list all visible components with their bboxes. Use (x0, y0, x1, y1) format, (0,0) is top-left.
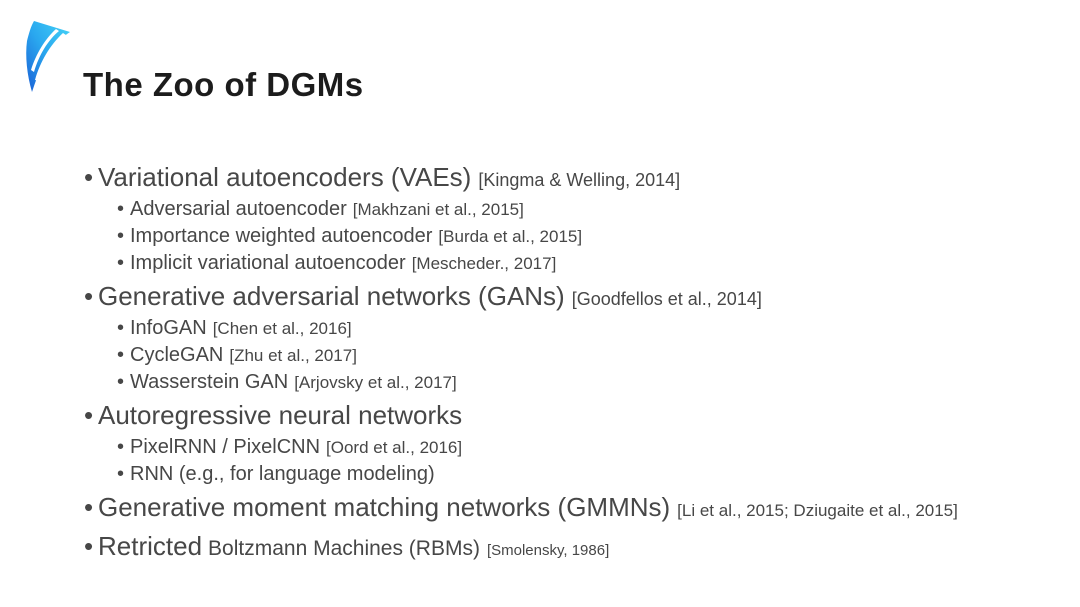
list-item-autoregressive: Autoregressive neural networks (83, 399, 983, 434)
dgm-list: Variational autoencoders (VAEs) [Kingma &… (83, 158, 983, 567)
item-text: Importance weighted autoencoder (130, 225, 433, 247)
item-text: CycleGAN (130, 344, 224, 366)
list-item-cyclegan: CycleGAN [Zhu et al., 2017] (116, 342, 983, 369)
blue-swoosh-logo-icon (26, 21, 70, 92)
bullet-icon (117, 434, 124, 460)
list-item-adversarial-autoencoder: Adversarial autoencoder [Makhzani et al.,… (116, 196, 983, 223)
item-citation: [Mescheder., 2017] (411, 254, 557, 273)
item-text: RNN (e.g., for language modeling) (130, 463, 435, 485)
bullet-icon (117, 196, 124, 222)
item-citation: [Li et al., 2015; Dziugaite et al., 2015… (677, 501, 958, 520)
item-text: PixelRNN / PixelCNN (130, 436, 321, 458)
item-citation: [Kingma & Welling, 2014] (478, 170, 681, 190)
list-item-implicit-variational-autoencoder: Implicit variational autoencoder [Mesched… (116, 250, 983, 277)
slide-title: The Zoo of DGMs (83, 66, 364, 103)
item-citation: [Zhu et al., 2017] (229, 346, 357, 365)
list-item-infogan: InfoGAN [Chen et al., 2016] (116, 315, 983, 342)
item-subtext: Boltzmann Machines (RBMs) (208, 537, 480, 560)
item-citation: [Burda et al., 2015] (438, 227, 583, 246)
list-item-gmmn: Generative moment matching networks (GMM… (83, 491, 983, 527)
item-text: Adversarial autoencoder (130, 198, 347, 220)
list-item-pixelrnn-pixelcnn: PixelRNN / PixelCNN [Oord et al., 2016] (116, 434, 983, 461)
item-citation: [Oord et al., 2016] (326, 438, 463, 457)
bullet-icon (84, 530, 93, 562)
item-text: Retricted (98, 531, 203, 561)
item-text: Implicit variational autoencoder (130, 252, 406, 274)
item-text: InfoGAN (130, 317, 207, 339)
list-item-vae: Variational autoencoders (VAEs) [Kingma &… (83, 161, 983, 196)
bullet-icon (84, 280, 93, 312)
bullet-icon (117, 461, 124, 487)
bullet-icon (84, 491, 93, 523)
bullet-icon (117, 250, 124, 276)
bullet-icon (117, 369, 124, 395)
bullet-icon (84, 161, 93, 193)
item-citation: [Arjovsky et al., 2017] (294, 373, 457, 392)
item-text: Variational autoencoders (VAEs) (98, 162, 472, 192)
item-citation: [Smolensky, 1986] (486, 542, 610, 559)
bullet-icon (84, 399, 93, 431)
item-citation: [Goodfellos et al., 2014] (571, 289, 762, 309)
item-text: Autoregressive neural networks (98, 400, 463, 430)
item-text: Generative moment matching networks (GMM… (98, 492, 671, 522)
list-item-rnn: RNN (e.g., for language modeling) (116, 461, 983, 488)
list-item-importance-weighted-autoencoder: Importance weighted autoencoder [Burda et… (116, 223, 983, 250)
bullet-icon (117, 223, 124, 249)
item-text: Generative adversarial networks (GANs) (98, 281, 565, 311)
bullet-icon (117, 315, 124, 341)
item-text: Wasserstein GAN (130, 371, 289, 393)
list-item-gan: Generative adversarial networks (GANs) [G… (83, 280, 983, 315)
item-citation: [Chen et al., 2016] (212, 319, 352, 338)
bullet-icon (117, 342, 124, 368)
list-item-wasserstein-gan: Wasserstein GAN [Arjovsky et al., 2017] (116, 369, 983, 396)
item-citation: [Makhzani et al., 2015] (352, 200, 524, 219)
